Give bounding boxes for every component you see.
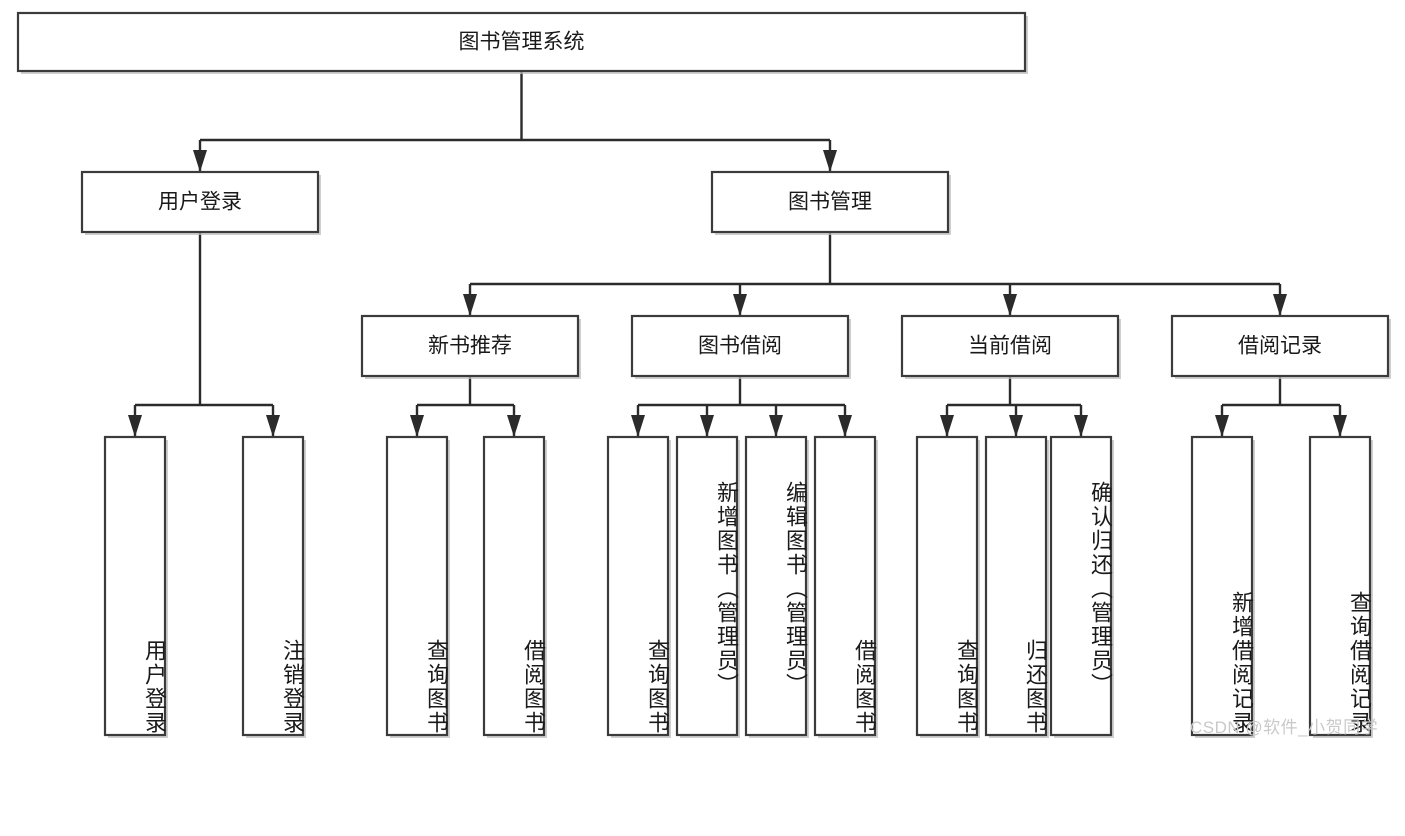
node-box-leaf-confirm-return-admin[interactable] [1049, 435, 1113, 737]
connector-arrowhead [1009, 415, 1023, 437]
node-label-new-book-recommend: 新书推荐 [428, 335, 512, 358]
connector-arrowhead [193, 150, 207, 172]
connector-arrowhead [1333, 415, 1347, 437]
node-box-leaf-add-book-admin[interactable] [675, 435, 739, 737]
connector-arrowhead [769, 415, 783, 437]
connector-arrowhead [1003, 294, 1017, 316]
connector-arrowhead [507, 415, 521, 437]
node-box-root[interactable] [16, 11, 1027, 73]
connector-arrowhead [823, 150, 837, 172]
node-box-leaf-edit-book-admin[interactable] [744, 435, 808, 737]
node-box-borrow-record[interactable] [1170, 314, 1390, 378]
node-box-book-management[interactable] [710, 170, 950, 234]
node-label-root: 图书管理系统 [459, 31, 585, 54]
node-label-user-login: 用户登录 [158, 191, 242, 214]
connector-arrowhead [266, 415, 280, 437]
node-box-new-book-recommend[interactable] [360, 314, 580, 378]
node-box-leaf-borrow-book-1[interactable] [482, 435, 546, 737]
node-label-borrow-record: 借阅记录 [1238, 335, 1322, 358]
node-box-leaf-query-book-2[interactable] [606, 435, 670, 737]
node-box-current-borrow[interactable] [900, 314, 1120, 378]
connector-arrowhead [631, 415, 645, 437]
connector-arrowhead [940, 415, 954, 437]
connector-arrowhead [410, 415, 424, 437]
connector-arrowhead [733, 294, 747, 316]
node-box-leaf-query-book-1[interactable] [385, 435, 449, 737]
connector-arrowhead [463, 294, 477, 316]
connector-arrowhead [128, 415, 142, 437]
flowchart-diagram: 图书管理系统用户登录图书管理新书推荐图书借阅当前借阅借阅记录 用户登录注销登录查… [16, 11, 1391, 738]
node-label-book-management: 图书管理 [788, 191, 872, 214]
node-box-leaf-borrow-book-2[interactable] [813, 435, 877, 737]
connector-arrowhead [700, 415, 714, 437]
node-label-current-borrow: 当前借阅 [968, 335, 1052, 358]
node-label-book-borrow: 图书借阅 [698, 335, 782, 358]
connector-arrowhead [838, 415, 852, 437]
node-box-layer [16, 11, 1391, 738]
connector-layer [128, 71, 1347, 437]
node-box-leaf-logout[interactable] [241, 435, 305, 737]
node-box-user-login[interactable] [80, 170, 320, 234]
node-box-leaf-add-borrow-record[interactable] [1190, 435, 1254, 737]
node-box-leaf-query-book-3[interactable] [915, 435, 979, 737]
node-box-leaf-query-borrow-record[interactable] [1308, 435, 1372, 737]
node-box-leaf-user-login[interactable] [103, 435, 167, 737]
connector-arrowhead [1074, 415, 1088, 437]
node-box-leaf-return-book[interactable] [984, 435, 1048, 737]
node-box-book-borrow[interactable] [630, 314, 850, 378]
watermark-text: CSDN @软件_小贺同学 [1190, 718, 1379, 737]
connector-arrowhead [1273, 294, 1287, 316]
connector-arrowhead [1215, 415, 1229, 437]
